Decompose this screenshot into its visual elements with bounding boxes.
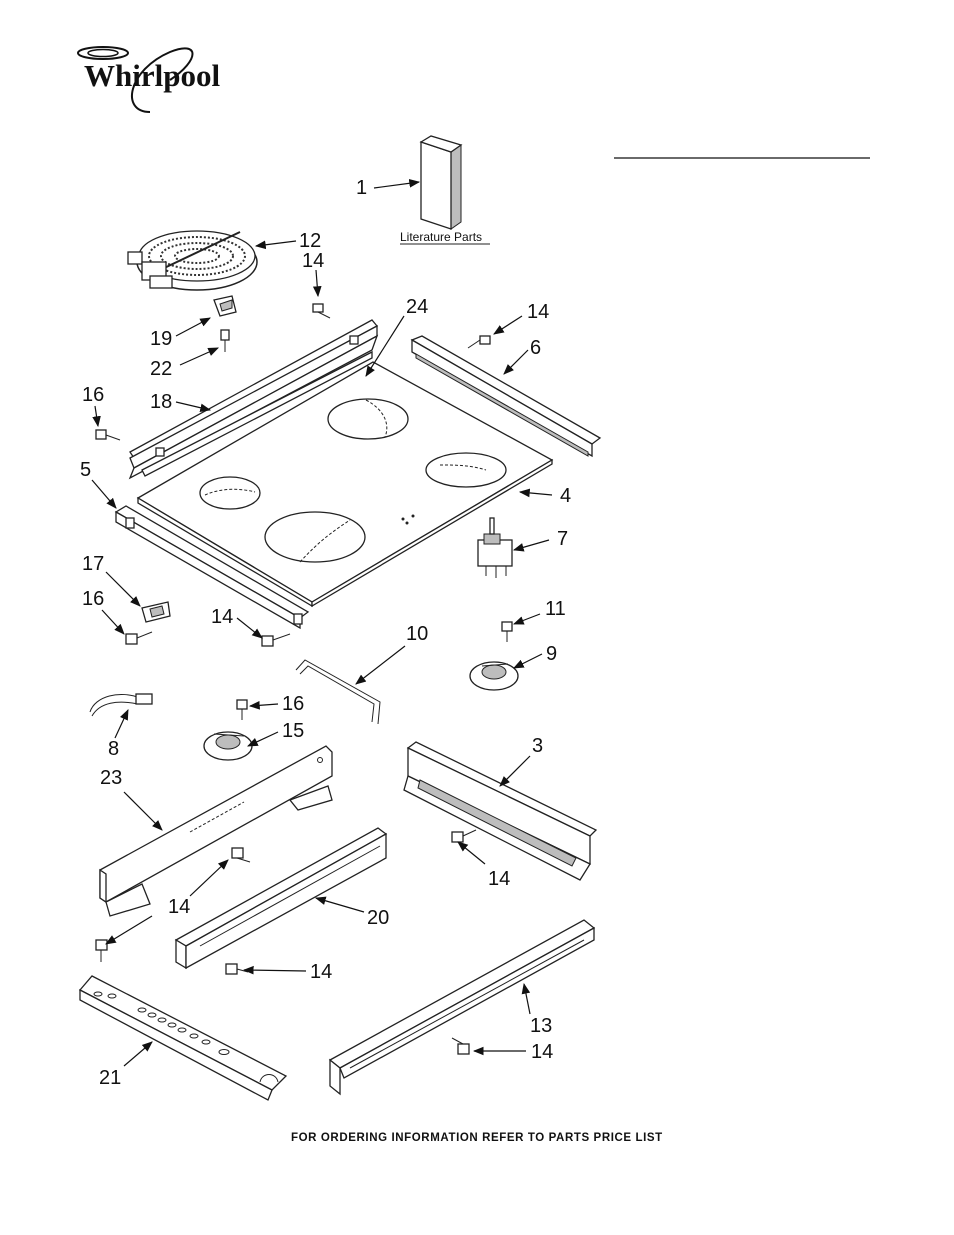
glass-cooktop: [136, 361, 554, 608]
wire-harness-8: [89, 693, 153, 717]
callout-18: 18: [150, 391, 172, 413]
ordering-info-footer: FOR ORDERING INFORMATION REFER TO PARTS …: [291, 1132, 663, 1144]
screw-16-left: [95, 429, 121, 441]
screw-14-lower-left: [95, 939, 108, 962]
callout-5: 5: [80, 459, 91, 481]
screw-14-right-middle: [451, 829, 477, 843]
screw-14-center: [261, 633, 291, 647]
screw-16-lower-left: [125, 631, 153, 645]
callout-23: 23: [100, 767, 122, 789]
literature-booklet: [419, 135, 463, 230]
side-panel-23: [99, 745, 333, 917]
callout-16-left: 16: [82, 384, 104, 406]
front-trim-5: [114, 505, 310, 630]
callout-15: 15: [282, 720, 304, 742]
callout-10: 10: [406, 623, 428, 645]
callout-11: 11: [545, 598, 566, 620]
callout-14-right-top: 14: [527, 301, 549, 323]
screw-14-center-lower: [225, 963, 249, 975]
channel-20: [174, 827, 388, 970]
screw-22: [220, 329, 230, 352]
callout-9: 9: [546, 643, 557, 665]
callout-3: 3: [532, 735, 543, 757]
clip-19: [213, 295, 237, 317]
callout-14-panel: 14: [168, 896, 190, 918]
thermostat-9: [469, 661, 519, 691]
thermostat-15: [203, 731, 253, 761]
screw-14-top: [312, 303, 331, 319]
callout-8: 8: [108, 738, 119, 760]
callout-13: 13: [530, 1015, 552, 1037]
callout-12: 12: [299, 230, 321, 252]
control-panel-21: [78, 975, 288, 1101]
callout-7: 7: [557, 528, 568, 550]
callout-21: 21: [99, 1067, 121, 1089]
switch-7: [477, 517, 513, 578]
screw-14-right-top: [467, 335, 491, 349]
screw-14-panel: [231, 847, 251, 863]
whirlpool-logo: Whirlpool: [77, 46, 220, 113]
leader-lines: [91, 179, 553, 1067]
burner-outline-front: [264, 511, 366, 563]
front-rail-13: [328, 919, 596, 1096]
callout-24: 24: [406, 296, 428, 318]
callout-14-top: 14: [302, 250, 324, 272]
callout-6: 6: [530, 337, 541, 359]
callout-14-center-lower: 14: [310, 961, 332, 983]
bracket-10: [295, 659, 381, 725]
screw-14-bottom: [451, 1037, 470, 1055]
burner-outline-right: [425, 452, 507, 488]
burner-outline-back: [327, 398, 409, 440]
burner-outline-left: [199, 476, 261, 510]
callout-1: 1: [356, 177, 367, 199]
control-panel-holes: [137, 1007, 230, 1055]
callout-labels: 1 12 14 19 22 24 14 6 16 18 5 4 7 17 16 …: [80, 177, 571, 1089]
callout-22: 22: [150, 358, 172, 380]
callout-19: 19: [150, 328, 172, 350]
callout-14-bottom: 14: [531, 1041, 553, 1063]
callout-17: 17: [82, 553, 104, 575]
radiant-element: [127, 230, 258, 291]
callout-4: 4: [560, 485, 571, 507]
screw-16-middle: [236, 699, 248, 720]
callout-14-right-middle: 14: [488, 868, 510, 890]
callout-14-center: 14: [211, 606, 233, 628]
bracket-17: [141, 601, 171, 623]
screw-11: [501, 621, 513, 642]
rail-18: [128, 319, 379, 480]
rail-6: [410, 335, 602, 458]
logo-wordmark: Whirlpool: [84, 58, 220, 93]
callout-16-lower-left: 16: [82, 588, 104, 610]
callout-16-middle: 16: [282, 693, 304, 715]
literature-parts-label: Literature Parts: [400, 230, 482, 244]
channel-3: [403, 741, 598, 881]
callout-20: 20: [367, 907, 389, 929]
